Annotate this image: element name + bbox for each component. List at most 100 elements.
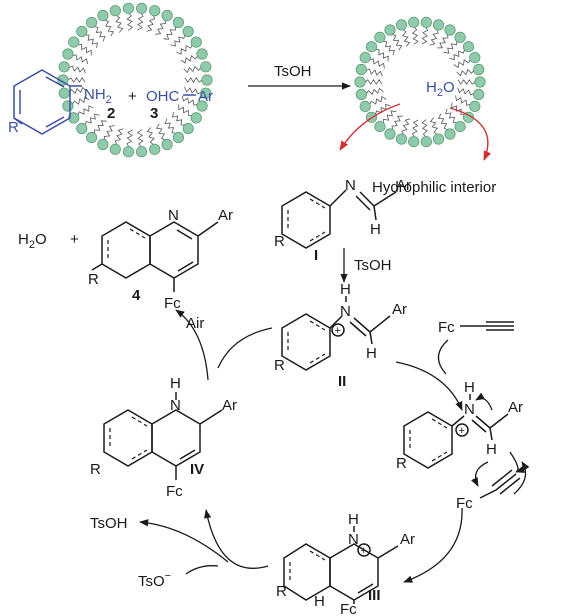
compound-number-4: 4 bbox=[132, 287, 141, 304]
lipid-tail bbox=[72, 96, 90, 105]
dihydroquinoline-IV-r: R bbox=[90, 461, 101, 478]
intermediate-III-h: H bbox=[314, 593, 325, 610]
iminium-II-ar: Ar bbox=[392, 301, 407, 318]
lipid-head bbox=[432, 133, 445, 145]
lipid-tail bbox=[421, 27, 429, 45]
lipid-tail bbox=[411, 119, 419, 137]
lipid-tail bbox=[453, 59, 471, 69]
lipid-tail bbox=[382, 110, 397, 123]
attack-h: H bbox=[486, 441, 497, 458]
lipid-head bbox=[355, 63, 367, 76]
lipid-head bbox=[365, 41, 378, 53]
lipid-head bbox=[136, 2, 148, 14]
lipid-tail bbox=[421, 119, 429, 137]
intermediate-III-nh: H bbox=[348, 511, 359, 528]
compound-number-2: 2 bbox=[107, 105, 115, 122]
lipid-head bbox=[354, 76, 366, 88]
lipid-tail bbox=[146, 15, 156, 32]
imine-I-structure bbox=[281, 189, 397, 249]
aniline-reactant bbox=[13, 69, 82, 135]
lipid-tail bbox=[178, 104, 193, 117]
lipid-tail bbox=[94, 120, 107, 134]
lipid-head bbox=[109, 5, 121, 17]
lipid-tail bbox=[456, 68, 475, 77]
hydrophilic-interior-label: Hydrophilic interior bbox=[372, 179, 496, 196]
lipid-tail bbox=[457, 79, 476, 85]
compound-number-III: III bbox=[368, 587, 381, 604]
air-oxidation-arrow bbox=[175, 309, 209, 381]
lipid-head bbox=[97, 9, 109, 22]
attack-plus: + bbox=[459, 425, 465, 437]
lipid-tail bbox=[146, 127, 155, 145]
intermediate-III-ar: Ar bbox=[400, 531, 415, 548]
lipid-tail bbox=[176, 44, 193, 55]
dihydroquinoline-IV-n: N bbox=[170, 397, 181, 414]
imine-I-h: H bbox=[370, 221, 381, 238]
dihydroquinoline-IV-ar: Ar bbox=[222, 397, 237, 414]
lipid-tail bbox=[429, 117, 438, 135]
lipid-tail bbox=[455, 95, 471, 106]
lipid-head bbox=[136, 146, 148, 158]
lipid-tail bbox=[437, 113, 448, 131]
lipid-tail bbox=[364, 79, 383, 85]
lipid-head bbox=[182, 25, 194, 38]
lipid-head bbox=[86, 16, 98, 29]
lipid-head bbox=[473, 63, 485, 76]
lipid-head bbox=[454, 121, 466, 133]
lipid-head bbox=[395, 133, 408, 145]
intermediate-III-structure bbox=[283, 526, 399, 604]
lipid-tail bbox=[104, 19, 115, 37]
alkyne-fc: Fc bbox=[438, 319, 455, 336]
lipid-head bbox=[161, 138, 173, 151]
lipid-tail bbox=[457, 87, 474, 96]
micelle-right bbox=[354, 16, 486, 148]
lipid-tail bbox=[164, 118, 176, 134]
lipid-head bbox=[395, 19, 408, 31]
lipid-head bbox=[462, 41, 475, 53]
attack-ar: Ar bbox=[508, 399, 523, 416]
air-label: Air bbox=[186, 315, 204, 332]
amine-group: NH2 bbox=[84, 86, 112, 106]
lipid-head bbox=[149, 143, 161, 155]
lipid-head bbox=[444, 24, 456, 36]
lipid-head bbox=[76, 25, 88, 38]
lipid-head bbox=[190, 36, 202, 48]
lipid-head bbox=[62, 100, 74, 112]
lipid-head bbox=[474, 76, 486, 88]
micelle-water: H2O bbox=[426, 79, 455, 99]
lipid-tail bbox=[170, 34, 185, 47]
lipid-head bbox=[359, 51, 371, 64]
attack-n: N bbox=[464, 401, 475, 418]
lipid-tail bbox=[115, 15, 124, 33]
micelle-left bbox=[57, 2, 213, 158]
lipid-tail bbox=[77, 105, 94, 116]
red-arrow-to-imine bbox=[339, 103, 401, 151]
cycle-arrow-II-to-IV bbox=[217, 327, 273, 369]
lipid-head bbox=[420, 136, 432, 148]
lipid-tail bbox=[155, 123, 166, 141]
lipid-head bbox=[57, 74, 69, 86]
lipid-head bbox=[462, 111, 475, 123]
lipid-tail bbox=[94, 26, 106, 42]
lipid-tail bbox=[366, 68, 383, 77]
dihydroquinoline-IV-fc: Fc bbox=[166, 483, 183, 500]
compound-number-I: I bbox=[314, 247, 318, 264]
lipid-head bbox=[408, 136, 420, 148]
lipid-tail bbox=[136, 129, 144, 147]
lipid-head bbox=[172, 131, 184, 144]
lipid-head bbox=[161, 9, 173, 22]
lipid-tail bbox=[375, 49, 389, 62]
lipid-tail bbox=[365, 87, 384, 96]
iminium-II-r: R bbox=[274, 357, 285, 374]
lipid-head bbox=[182, 122, 194, 135]
lipid-tail bbox=[126, 13, 134, 31]
lipid-head bbox=[374, 121, 386, 133]
lipid-tail bbox=[401, 118, 411, 135]
attack-fc: Fc bbox=[456, 495, 473, 512]
lipid-head bbox=[384, 128, 396, 140]
attack-r: R bbox=[396, 455, 407, 472]
lipid-head bbox=[122, 2, 134, 14]
lipid-tail bbox=[391, 115, 403, 130]
tso-join-arrow bbox=[185, 565, 219, 575]
lipid-tail bbox=[163, 26, 176, 40]
